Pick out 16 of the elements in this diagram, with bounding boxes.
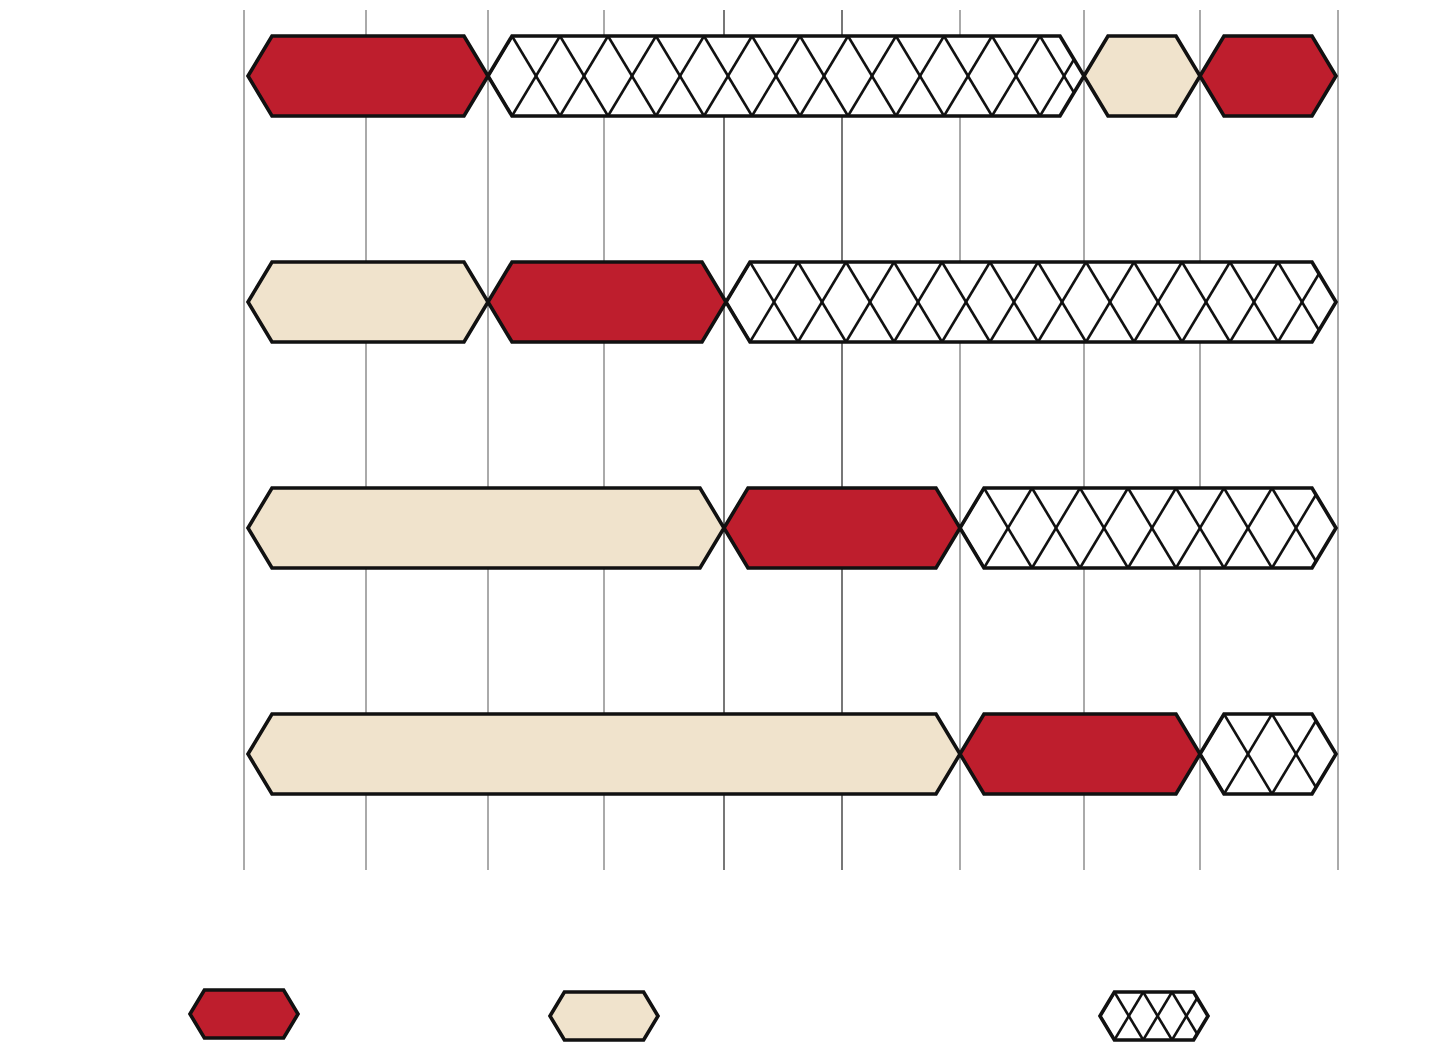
hatched-segment (723, 260, 1339, 344)
state-segment (721, 486, 963, 570)
state-segment (245, 486, 727, 570)
legend-swatch (187, 988, 301, 1040)
hatched-segment (485, 34, 1087, 118)
state-segment (1197, 34, 1339, 118)
legend-swatch (547, 990, 661, 1042)
state-segment (245, 712, 963, 796)
hatched-segment (957, 486, 1339, 570)
hatched-segment (1197, 712, 1339, 796)
state-segment (1081, 34, 1203, 118)
state-segment (245, 260, 491, 344)
state-segment (957, 712, 1203, 796)
state-segment (485, 260, 729, 344)
state-segment (245, 34, 491, 118)
legend-swatch (1097, 990, 1211, 1042)
